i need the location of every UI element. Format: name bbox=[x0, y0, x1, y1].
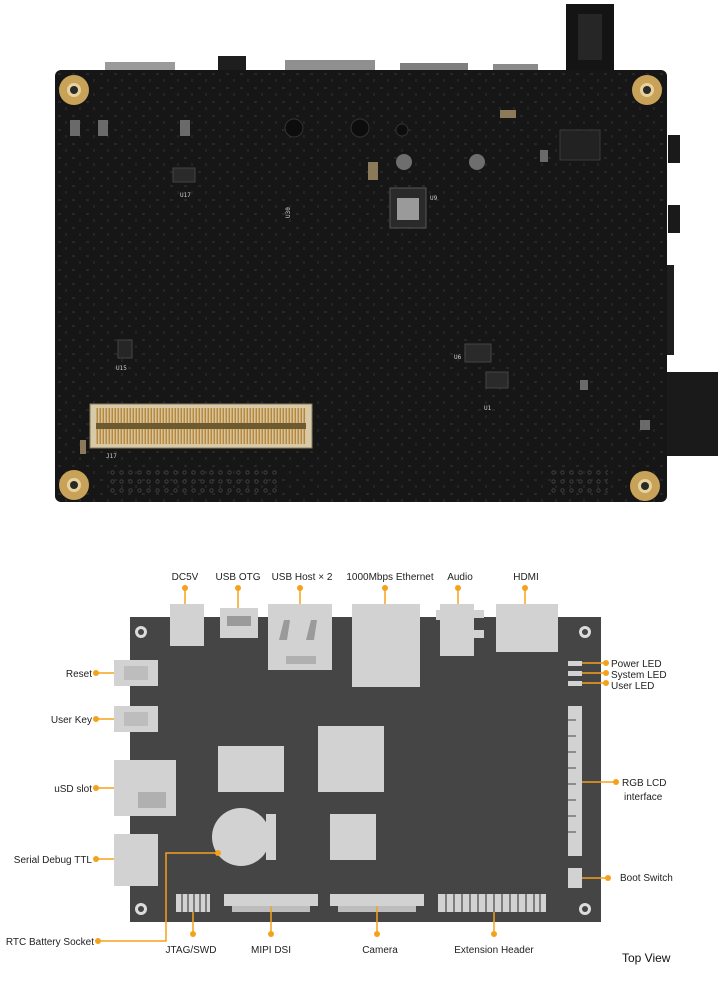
label-usb-otg: USB OTG bbox=[215, 572, 260, 583]
diagram-ethernet bbox=[352, 604, 420, 687]
label-rtc-battery: RTC Battery Socket bbox=[6, 937, 94, 948]
label-rgb-lcd: RGB LCD bbox=[622, 778, 666, 789]
diagram-hdmi bbox=[496, 604, 558, 652]
label-usb-host: USB Host × 2 bbox=[272, 572, 333, 583]
diagram-rtc-battery bbox=[212, 808, 270, 866]
label-power-led: Power LED bbox=[611, 659, 662, 670]
photo-connector-hdmi bbox=[400, 63, 468, 74]
diagram-led-power bbox=[568, 661, 582, 666]
board-diagram-top bbox=[114, 604, 601, 922]
silk-u6: U6 bbox=[454, 354, 462, 361]
photo-mounting-holes bbox=[59, 75, 662, 501]
diagram-extension-header bbox=[438, 894, 546, 912]
label-reset: Reset bbox=[66, 669, 92, 680]
label-extension-header: Extension Header bbox=[454, 945, 534, 956]
label-hdmi: HDMI bbox=[513, 572, 539, 583]
photo-connector-audio bbox=[218, 56, 246, 74]
label-jtag: JTAG/SWD bbox=[166, 945, 217, 956]
callout-dots bbox=[93, 585, 619, 944]
board-photo-bottom: U17 U30 U9 U15 U6 U1 J17 bbox=[55, 4, 718, 502]
diagram-chip-left bbox=[218, 746, 284, 792]
silk-u17: U17 bbox=[180, 192, 191, 199]
photo-connector-right bbox=[662, 372, 718, 456]
label-audio: Audio bbox=[447, 572, 473, 583]
label-serial-debug: Serial Debug TTL bbox=[14, 855, 93, 866]
label-system-led: System LED bbox=[611, 670, 667, 681]
callout-labels: DC5V USB OTG USB Host × 2 1000Mbps Ether… bbox=[6, 572, 673, 965]
diagram-chip-small bbox=[330, 814, 376, 860]
label-camera: Camera bbox=[362, 945, 398, 956]
silk-j17: J17 bbox=[106, 453, 117, 460]
diagram-led-user bbox=[568, 681, 582, 686]
photo-header-bottom-right bbox=[550, 470, 608, 494]
diagram-chip-soc bbox=[318, 726, 384, 792]
diagram-mounting-holes bbox=[135, 626, 591, 915]
label-mipi-dsi: MIPI DSI bbox=[251, 945, 291, 956]
label-ethernet: 1000Mbps Ethernet bbox=[346, 572, 434, 583]
photo-header-bottom bbox=[108, 470, 280, 494]
diagram-dc5v-jack bbox=[170, 604, 204, 646]
diagram-serial-debug bbox=[114, 834, 158, 886]
view-title: Top View bbox=[622, 951, 671, 965]
label-dc5v: DC5V bbox=[172, 572, 199, 583]
label-boot-switch: Boot Switch bbox=[620, 873, 673, 884]
diagram-boot-switch bbox=[568, 868, 582, 888]
silk-u9: U9 bbox=[430, 195, 438, 202]
diagram-mipi-dsi bbox=[224, 894, 318, 906]
photo-connector-otg bbox=[493, 64, 538, 74]
diagram-rgb-lcd-connector bbox=[568, 706, 582, 856]
label-user-led: User LED bbox=[611, 681, 654, 692]
diagram-led-system bbox=[568, 671, 582, 676]
diagram-jtag-header bbox=[176, 894, 210, 912]
silk-u15: U15 bbox=[116, 365, 127, 372]
label-rgb-lcd-interface: interface bbox=[624, 792, 663, 803]
silk-u30: U30 bbox=[285, 207, 292, 218]
label-usd-slot: uSD slot bbox=[54, 784, 92, 795]
diagram-audio-jack bbox=[436, 604, 484, 656]
diagram-camera-connector bbox=[330, 894, 424, 906]
silk-u1: U1 bbox=[484, 405, 492, 412]
label-user-key: User Key bbox=[51, 715, 92, 726]
